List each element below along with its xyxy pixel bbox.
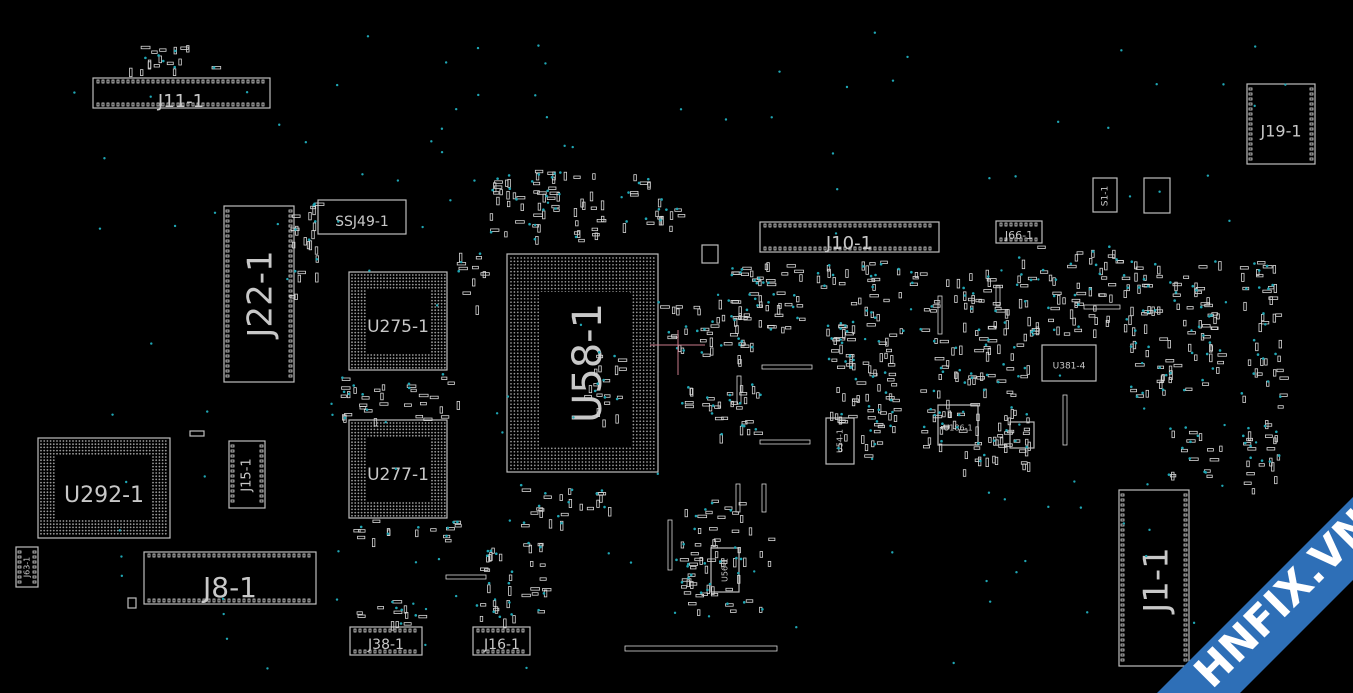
bga-ball-grid [351,274,446,369]
component-label: S1-1 [1101,186,1111,206]
component-label: J66-1 [1004,229,1033,242]
component-u277-1[interactable]: U277-1 [348,419,448,519]
component-label: J10-1 [825,233,872,254]
component-j63-1[interactable]: J63-1 [15,546,39,588]
component-j11-1[interactable]: J11-1 [92,77,271,112]
component-outline [472,626,531,656]
component-ssj49-1[interactable]: SSJ49-1 [317,199,407,235]
component-outline [759,221,940,253]
component-s1-1[interactable]: S1-1 [1092,177,1118,213]
component-outline [1118,489,1190,667]
component-u56-1[interactable]: U56-1 [710,547,740,593]
component-label: J22-1 [241,250,281,339]
component-outline [223,205,295,383]
component-outline [15,546,39,588]
component-u381-4[interactable]: U381-4 [1041,344,1097,382]
component-outline [143,551,317,605]
component-u275-1[interactable]: U275-1 [348,271,448,371]
component-label: SSJ49-1 [335,214,389,230]
component-j19-1[interactable]: J19-1 [1246,83,1316,165]
watermark: HNFIX.VN [1157,497,1353,693]
component-u58-1[interactable]: U58-1 [506,253,659,473]
component-u54-1[interactable]: U54-1 [825,417,855,465]
component-j16-1[interactable]: J16-1 [472,626,531,656]
component-label: J63-1 [23,557,32,579]
component-label: U56-1 [721,558,730,582]
component-outline [1041,344,1097,382]
component-outline [506,253,659,473]
component-j15-1[interactable]: J15-1 [228,440,266,509]
component-u292-1[interactable]: U292-1 [37,437,171,539]
component-label: U381-4 [1053,362,1086,372]
component-outline [348,271,448,371]
component-j1-1[interactable]: J1-1 [1118,489,1190,667]
component-label: J16-1 [483,637,520,653]
component-outline [1246,83,1316,165]
component-j22-1[interactable]: J22-1 [223,205,295,383]
component-label: J11-1 [157,91,204,112]
component-outline [1092,177,1118,213]
component-outline [228,440,266,509]
component-label: J8-1 [201,571,257,604]
component-outline [348,419,448,519]
component-j8-1[interactable]: J8-1 [143,551,317,605]
component-label: U292-1 [64,483,144,508]
component-j66-1[interactable]: J66-1 [995,220,1043,244]
component-j38-1[interactable]: J38-1 [349,626,423,656]
component-label: U54-1 [836,429,845,453]
component-outline [317,199,407,235]
component-label: J1-1 [1137,547,1177,615]
component-label: J19-1 [1259,122,1301,141]
component-label: U58-1 [565,303,611,423]
bga-ball-grid [40,440,167,535]
component-outline [937,404,979,446]
component-j10-1[interactable]: J10-1 [759,221,940,254]
cpu-ball-grid [510,257,655,470]
bga-ball-grid [351,422,446,517]
component-outline [710,547,740,593]
component-label: U275-1 [367,317,429,337]
component-outline [349,626,423,656]
component-outline [995,220,1043,244]
component-label: J38-1 [367,637,404,653]
component-label: J15-1 [240,458,255,492]
watermark-ribbon [1157,497,1353,693]
component-outline [92,77,271,109]
component-outline [37,437,171,539]
component-outline [825,417,855,465]
component-label: U277-1 [367,465,429,485]
